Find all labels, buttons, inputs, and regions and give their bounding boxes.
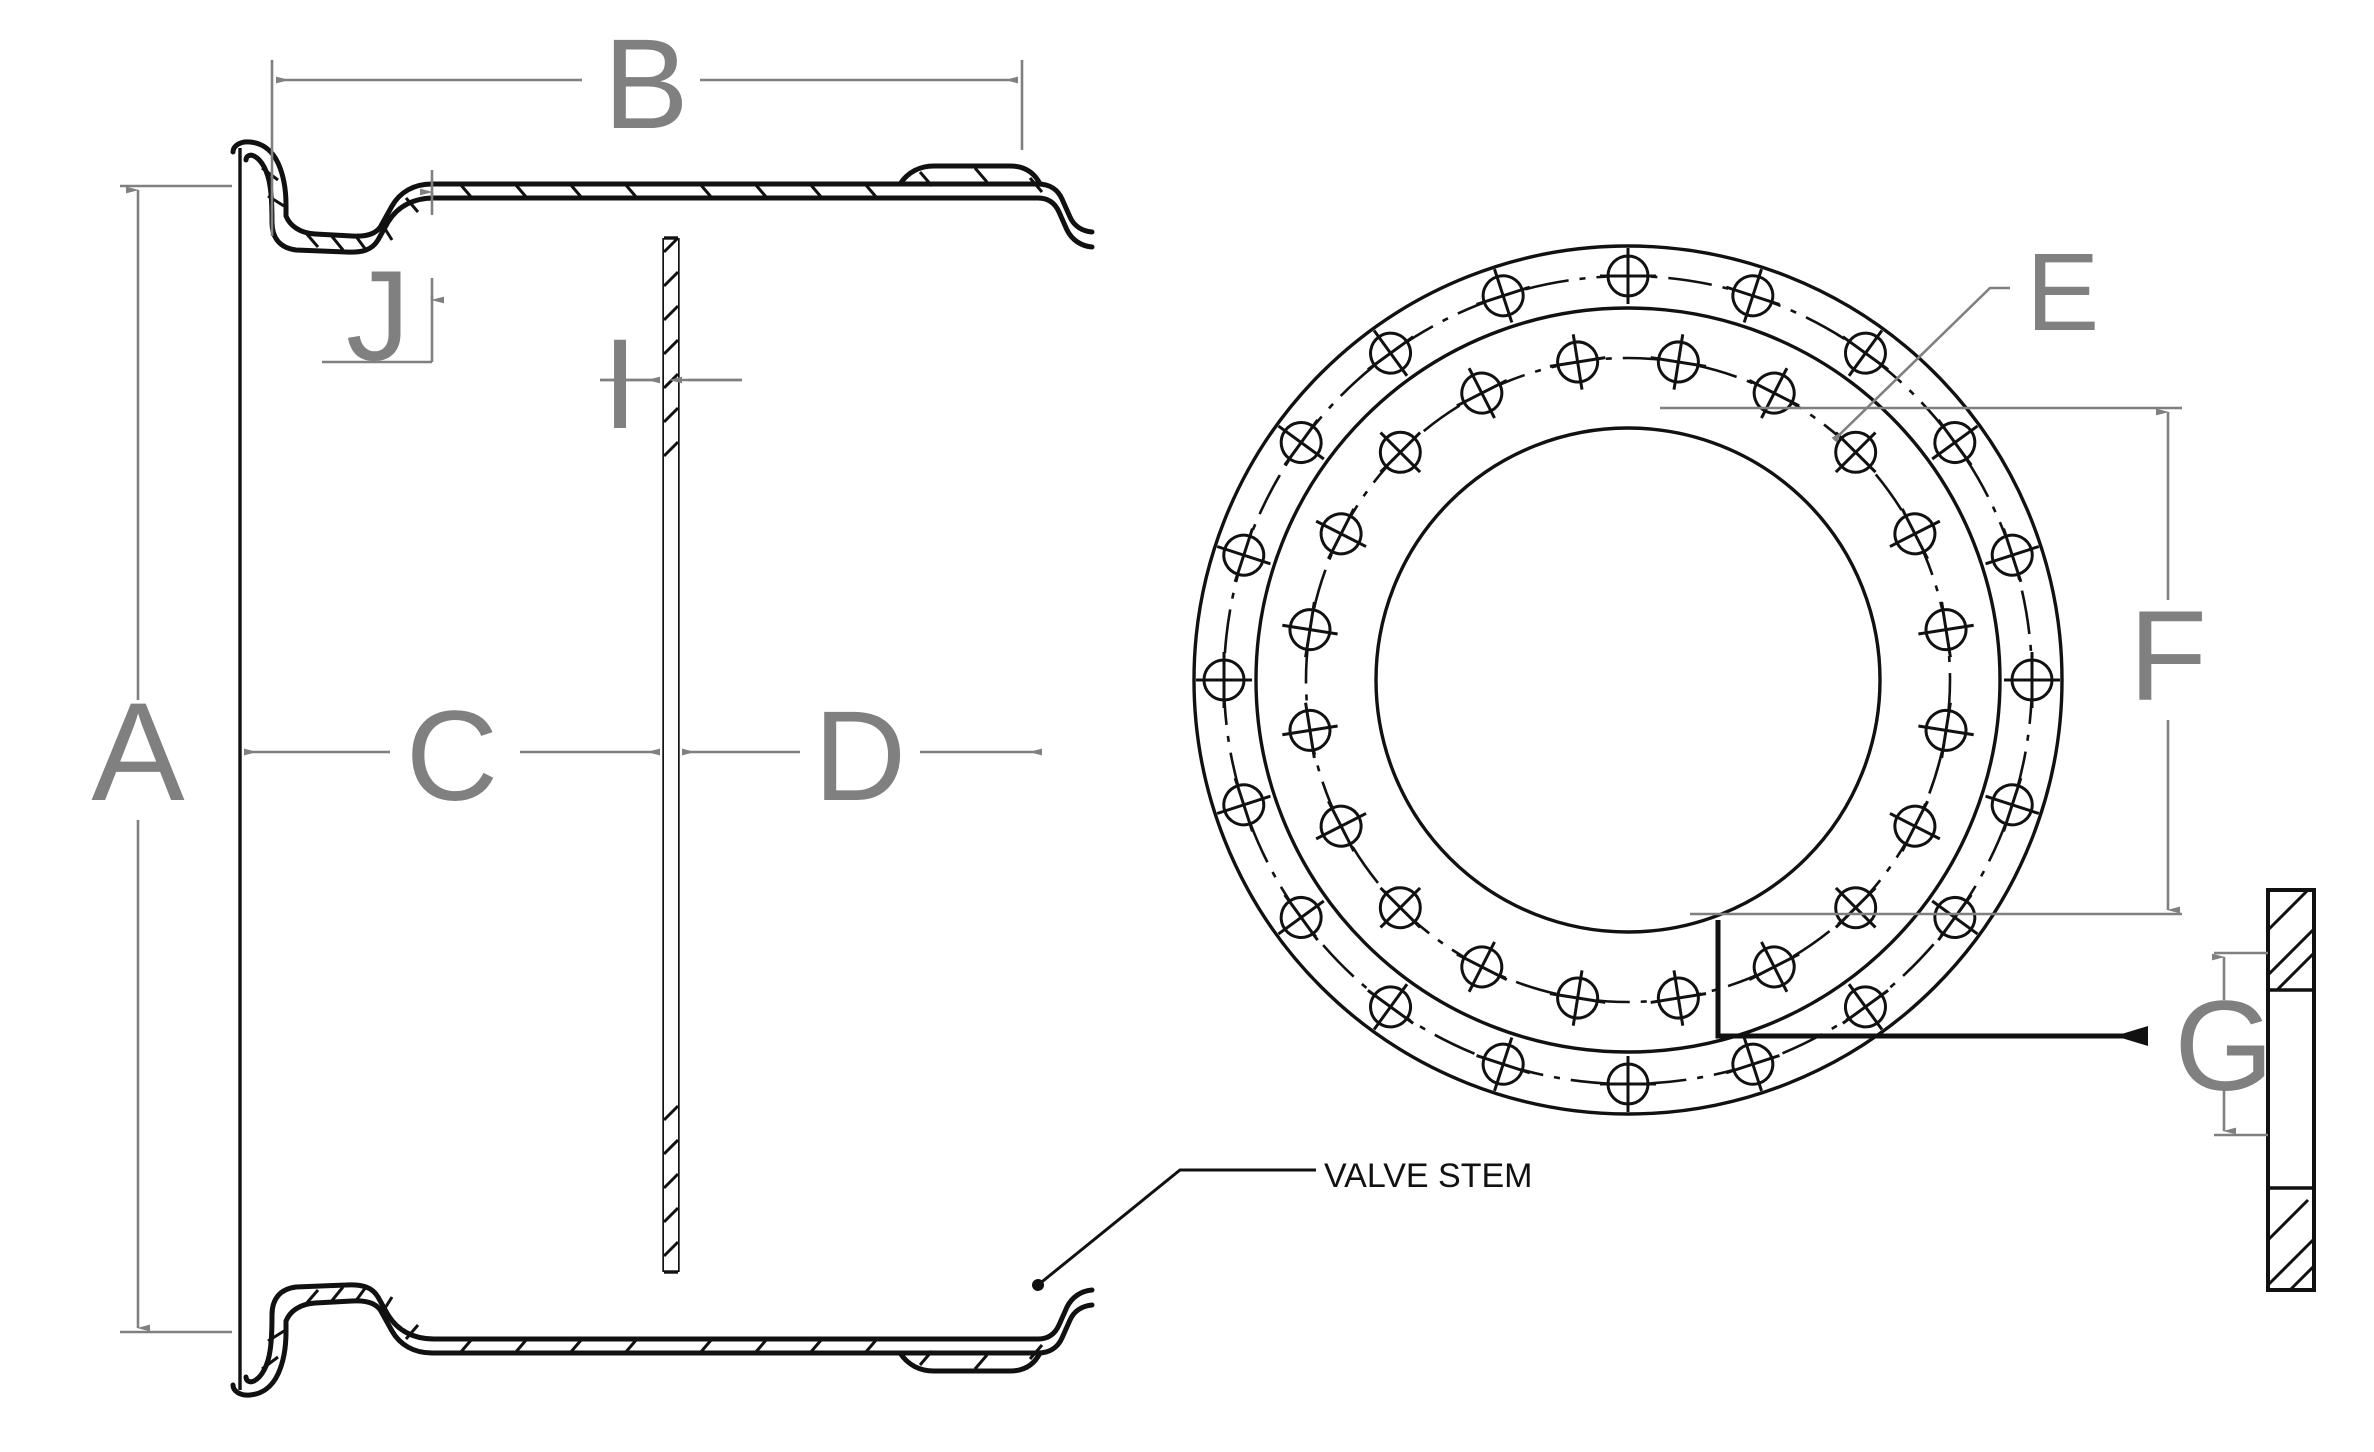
- section-detail-leader: [1715, 920, 2148, 1046]
- dimension-G: [2212, 951, 2268, 1137]
- dimension-B: [270, 60, 1024, 236]
- dimension-label-A: A: [91, 673, 185, 830]
- valve-stem-leader: [1032, 1168, 1316, 1291]
- disc-edge-detail-view: G: [2174, 888, 2316, 1292]
- dimension-label-I: I: [602, 313, 638, 456]
- dimension-A: [120, 184, 232, 1334]
- inner-bolt-hole-ring: [1282, 334, 1974, 1026]
- outer-bolt-hole-ring: [1196, 248, 2060, 1112]
- bolt-circle-construction: [1222, 274, 2034, 1086]
- front-view-outline-circles: [1192, 244, 2064, 1116]
- dimension-E-leader: [1831, 286, 2010, 443]
- dimension-label-D: D: [814, 685, 906, 828]
- valve-stem-note: VALVE STEM: [1324, 1157, 1532, 1195]
- edge-detail-hatching: [2266, 888, 2316, 1292]
- disc-web-section: [662, 236, 680, 1274]
- dimension-label-F: F: [2129, 585, 2207, 728]
- rim-profile-lower: [230, 1282, 1095, 1398]
- lower-wall-hatching: [261, 1286, 1044, 1371]
- rim-cross-section-view: A B J: [91, 13, 1532, 1398]
- dimension-label-G: G: [2174, 975, 2274, 1118]
- dimension-label-J: J: [346, 245, 410, 388]
- upper-wall-hatching: [261, 166, 1044, 251]
- wheel-front-view: E F: [1192, 231, 2207, 1116]
- dimension-J: [322, 170, 444, 364]
- dimension-label-C: C: [406, 685, 498, 828]
- rim-profile-upper: [230, 139, 1095, 255]
- dimension-label-E: E: [2026, 231, 2099, 354]
- dimension-F: [1660, 406, 2182, 916]
- dimension-label-B: B: [603, 13, 688, 156]
